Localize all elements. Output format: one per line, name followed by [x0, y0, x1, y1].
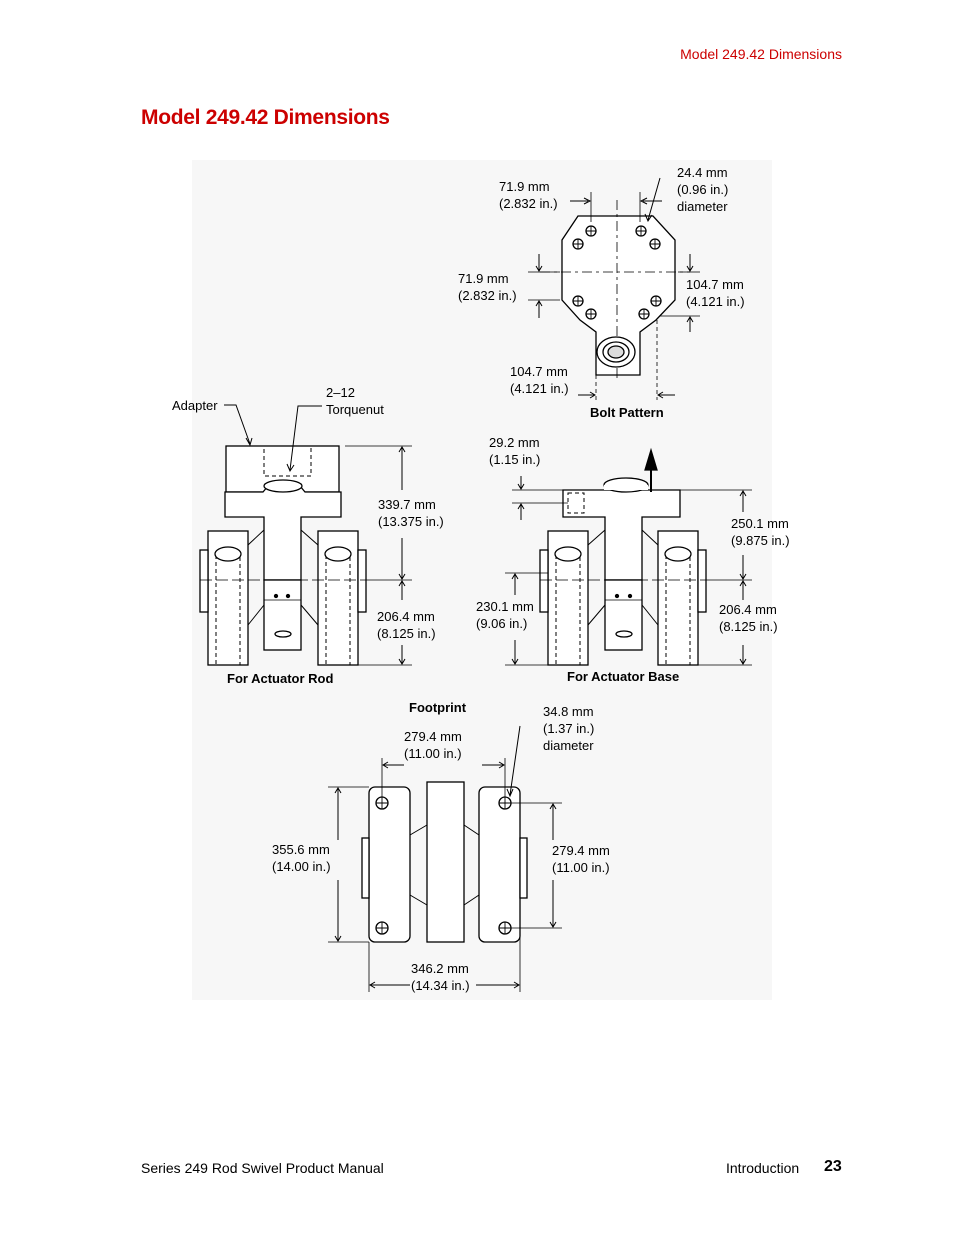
bolt-holes: [572, 225, 662, 320]
footer-section: Introduction: [726, 1160, 800, 1176]
footprint-caption: Footprint: [409, 700, 467, 715]
rod-upper-dim-label: 339.7 mm(13.375 in.): [378, 497, 444, 529]
base-top-dim-label: 29.2 mm(1.15 in.): [489, 435, 541, 467]
actuator-base-caption: For Actuator Base: [567, 669, 680, 684]
bolt-hole-diameter-label: 24.4 mm(0.96 in.)diameter: [677, 165, 729, 214]
footprint-bottom-width-label: 346.2 mm(14.34 in.): [411, 961, 470, 993]
page-title: Model 249.42 Dimensions: [141, 106, 390, 129]
footprint-drawing: [328, 725, 562, 992]
actuator-base-drawing: [505, 447, 752, 666]
footprint-hole-diameter-label: 34.8 mm(1.37 in.)diameter: [543, 704, 595, 753]
footprint-top-width-label: 279.4 mm(11.00 in.): [404, 729, 462, 761]
actuator-rod-drawing: [199, 404, 412, 666]
bolt-pattern-caption: Bolt Pattern: [590, 405, 664, 420]
bolt-right-height-label: 104.7 mm(4.121 in.): [686, 277, 745, 309]
bolt-top-width-label: 71.9 mm(2.832 in.): [499, 179, 558, 211]
bolt-left-height-label: 71.9 mm(2.832 in.): [458, 271, 517, 303]
base-left-dim-label: 230.1 mm(9.06 in.): [476, 599, 534, 631]
adapter-label: Adapter: [172, 398, 218, 413]
bolt-pattern-drawing: [528, 177, 700, 400]
actuator-rod-caption: For Actuator Rod: [227, 671, 334, 686]
bolt-bottom-width-label: 104.7 mm(4.121 in.): [510, 364, 569, 396]
footprint-left-height-label: 355.6 mm(14.00 in.): [272, 842, 331, 874]
rod-lower-dim-label: 206.4 mm(8.125 in.): [377, 609, 436, 641]
footprint-right-height-label: 279.4 mm(11.00 in.): [552, 843, 610, 875]
running-header: Model 249.42 Dimensions: [680, 46, 842, 62]
footer-manual-title: Series 249 Rod Swivel Product Manual: [141, 1160, 384, 1176]
base-right-upper-dim-label: 250.1 mm(9.875 in.): [731, 516, 790, 548]
page-number: 23: [824, 1158, 842, 1175]
base-right-lower-dim-label: 206.4 mm(8.125 in.): [719, 602, 778, 634]
